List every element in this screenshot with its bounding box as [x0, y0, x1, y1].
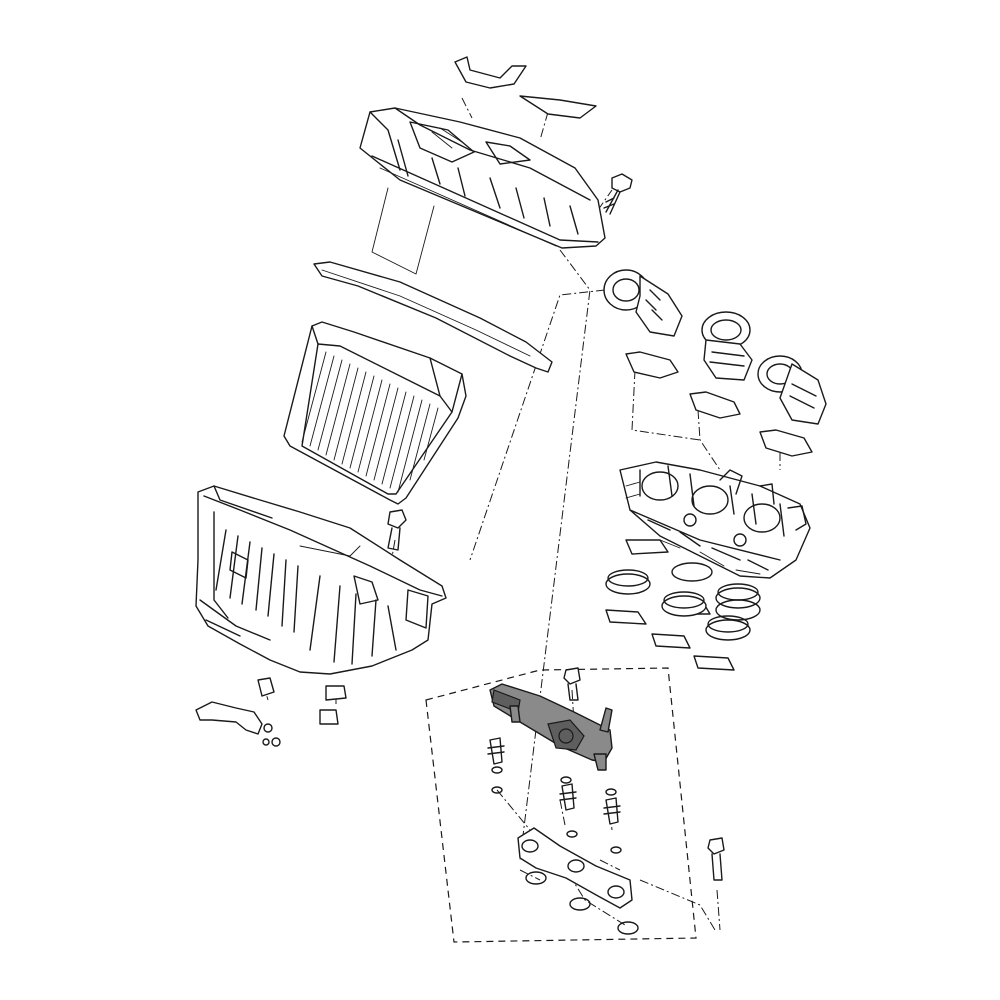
o-ring-2 [569, 897, 591, 911]
boot-1 [605, 573, 651, 595]
cover-bracket-right [519, 95, 597, 119]
grommet-lower [319, 709, 339, 725]
drain-hose [195, 701, 263, 735]
boot-clamp-1 [625, 539, 669, 555]
o-ring-1 [525, 871, 547, 885]
boot-5 [705, 619, 751, 641]
rail-bolt [563, 667, 581, 685]
fuel-rail-group [425, 667, 725, 943]
injector-2 [559, 776, 578, 838]
intake-funnels [603, 269, 827, 457]
boot-clamp-3 [605, 609, 647, 625]
boot-clamp-4 [651, 633, 691, 649]
funnel-clamp-1 [625, 351, 679, 379]
filter-pleats [301, 351, 439, 493]
air-filter-element [283, 321, 467, 505]
air-filter-cover [359, 56, 633, 275]
case-bolt [387, 509, 407, 529]
holder-bolt [707, 837, 725, 855]
cover-gasket [313, 261, 553, 373]
grommet [325, 685, 347, 701]
group-outline [425, 667, 697, 943]
injector-holder [517, 827, 633, 909]
o-ring-3 [617, 921, 639, 935]
boot-3 [715, 587, 761, 609]
drain-fitting [257, 677, 275, 697]
throttle-body [619, 461, 811, 579]
boot-4 [661, 595, 707, 617]
injector-1 [487, 737, 505, 794]
cover-bracket-left [454, 56, 527, 89]
cover-screw [611, 173, 633, 193]
injector-3 [603, 788, 622, 854]
intake-boots [605, 539, 761, 671]
boot-clamp-5 [693, 655, 735, 671]
air-filter-case [195, 485, 447, 747]
funnel-clamp-2 [689, 391, 741, 419]
funnel-clamp-3 [759, 429, 813, 457]
boot-2 [671, 562, 713, 582]
